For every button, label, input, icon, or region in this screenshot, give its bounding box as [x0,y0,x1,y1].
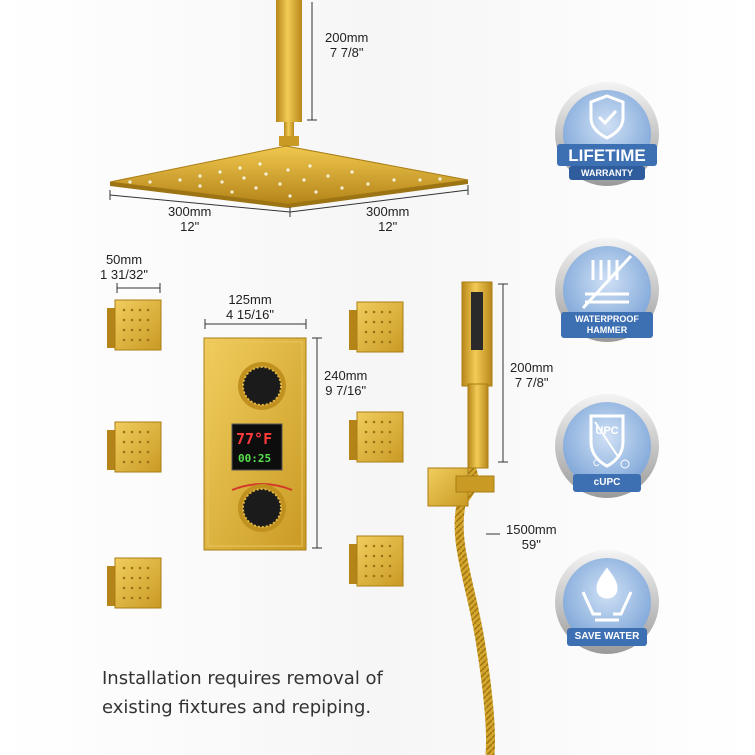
body-jet-right-1 [349,301,404,353]
shield-check-icon [589,94,625,140]
badge-subtitle: WARRANTY [581,168,633,178]
shower-hose [454,463,496,755]
valve-height-dimension-line [312,337,322,549]
save-water-badge: SAVE WATER [553,548,661,656]
handheld-holder [427,467,495,507]
badge-subtitle: HAMMER [586,325,628,335]
installation-note-line-2: existing fixtures and repiping. [102,697,372,718]
handheld-dimension-line [498,283,508,463]
handheld-shower [461,281,493,469]
upc-shield-icon: C [589,414,630,469]
body-jet-right-2 [349,411,404,463]
badge-title: SAVE WATER [574,631,640,642]
body-jet-left-2 [107,421,162,473]
svg-text:C: C [593,458,600,468]
thermostatic-valve-panel [203,337,307,551]
body-jet-left-3 [107,557,162,609]
cupc-badge: C UPC cUPC [553,392,661,500]
display-temperature: 77°F [236,430,273,448]
installation-note-line-1: Installation requires removal of [102,668,383,689]
body-jet-right-3 [349,535,404,587]
rain-shower-head [109,145,469,208]
ceiling-arm [276,0,302,146]
valve-width-dimension-line [204,319,307,329]
installation-note: Installation requires removal of existin… [102,664,383,722]
badge-title: WATERPROOF [575,314,639,324]
waterproof-hammer-badge: WATERPROOF HAMMER [553,236,661,344]
badge-title: LIFETIME [568,146,646,165]
display-time: 00:25 [238,452,272,465]
jet-dimension-line [116,283,161,293]
badge-title: cUPC [593,477,621,488]
lifetime-warranty-badge: LIFETIME WARRANTY [553,80,661,188]
upc-mark: UPC [595,425,619,437]
water-drop-hands-icon [581,567,633,622]
arm-dimension-line [307,2,317,121]
head-dimension-lines [109,185,469,217]
body-jet-left-1 [107,299,162,351]
water-hammer-icon [581,254,633,310]
